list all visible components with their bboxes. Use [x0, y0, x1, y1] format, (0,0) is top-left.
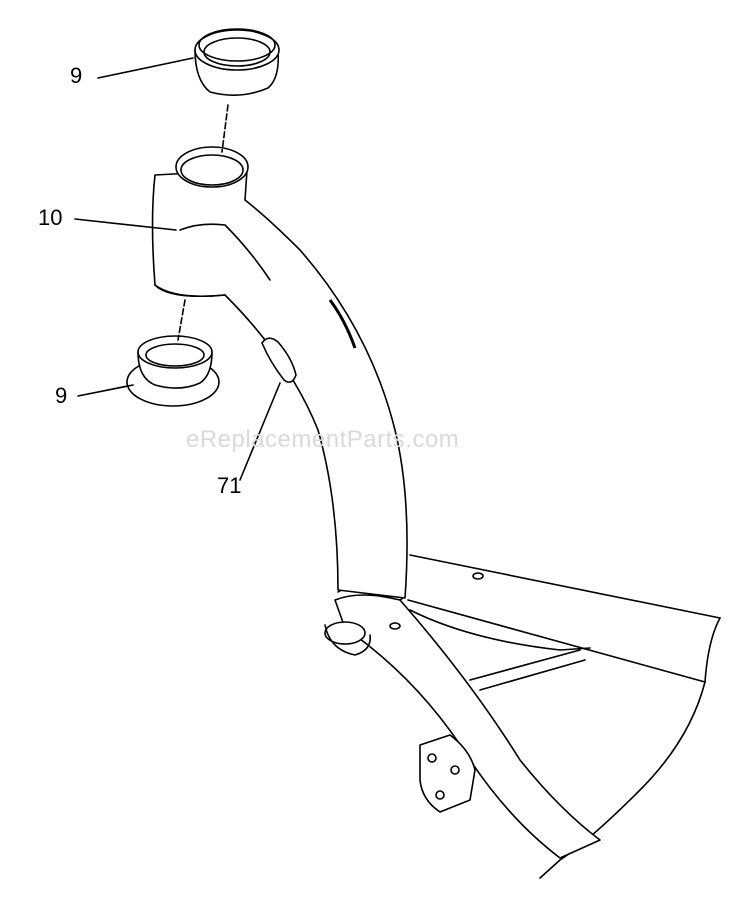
bushing-bottom	[126, 335, 220, 407]
mounting-bracket	[419, 734, 476, 813]
callout-9-bottom: 9	[55, 383, 68, 408]
leader-lines	[74, 57, 281, 481]
watermark-text: eReplacementParts.com	[186, 426, 460, 453]
callout-10: 10	[38, 205, 63, 230]
slot-cover	[261, 337, 297, 383]
upright-tube	[151, 146, 408, 599]
bushing-top	[194, 28, 280, 96]
callout-9-top: 9	[70, 63, 83, 88]
cross-tube	[324, 582, 601, 859]
callout-71: 71	[217, 473, 242, 498]
